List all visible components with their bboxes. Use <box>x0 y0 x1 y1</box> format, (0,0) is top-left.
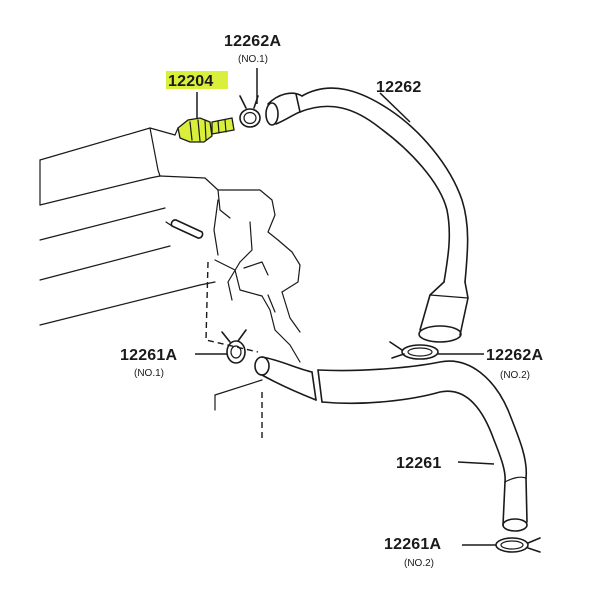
clamp-upper-no2-sub: (NO.2) <box>500 370 530 381</box>
hidden-lines <box>205 261 263 440</box>
clamp-lower-no2-label: 12261A <box>384 536 441 553</box>
clamp-lower-no1-label: 12261A <box>120 347 177 364</box>
engine-head-outline <box>39 125 301 411</box>
clamp-lower-no1-sub: (NO.1) <box>134 368 164 379</box>
clamp-lower-no2-sub: (NO.2) <box>404 558 434 569</box>
hose-lower <box>254 356 528 532</box>
hose-lower-label: 12261 <box>396 455 442 472</box>
clamp-upper-no1-label: 12262A <box>224 33 281 50</box>
clamp-lower-no2 <box>495 537 541 553</box>
clamp-lower-no1 <box>221 329 247 364</box>
hose-upper-label: 12262 <box>376 79 422 96</box>
leader-hose-lower <box>457 461 495 465</box>
leader-hose-upper <box>379 92 411 123</box>
hose-upper <box>265 87 469 343</box>
pcv-valve-label: 12204 <box>168 73 214 90</box>
clamp-upper-no1-sub: (NO.1) <box>238 54 268 65</box>
pcv-valve-label-highlight <box>166 71 228 89</box>
clamp-upper-no2-label: 12262A <box>486 347 543 364</box>
clamp-upper-no2 <box>389 341 439 360</box>
pcv-valve <box>177 117 235 143</box>
